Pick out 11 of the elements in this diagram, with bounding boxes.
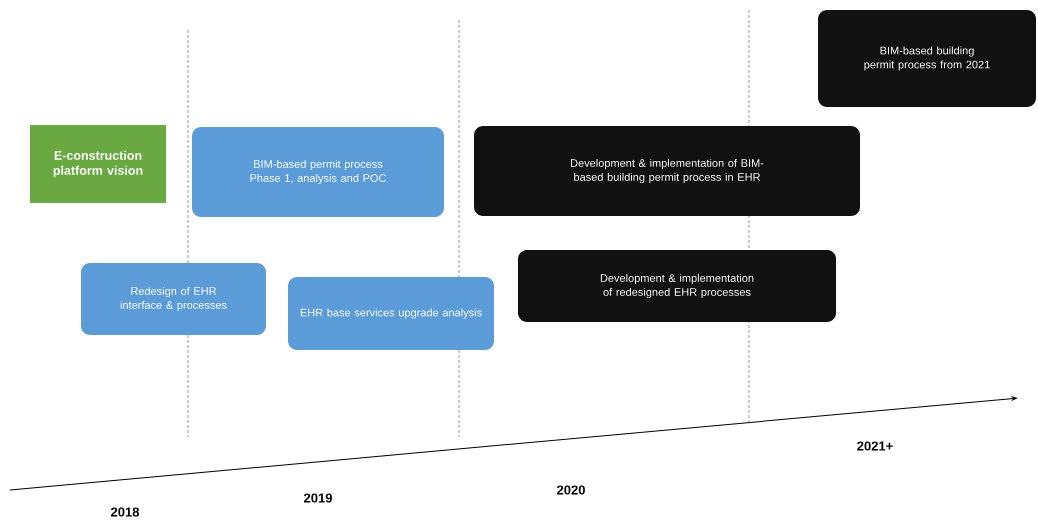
vision-box: E-construction platform vision xyxy=(30,125,166,203)
phase-box: Development & implementation of redesigned EHR processes xyxy=(518,250,836,322)
year-label: 2020 xyxy=(557,485,585,495)
phase-box: Redesign of EHR interface & processes xyxy=(81,263,266,335)
year-label: 2018 xyxy=(111,507,140,517)
phase-box: BIM-based building permit process from 2021 xyxy=(818,10,1036,107)
phase-box: BIM-based permit process Phase 1, analysis and POC xyxy=(192,127,444,217)
phase-box: Development & implementation of BIM-based building permit process in EHR xyxy=(474,126,860,216)
year-label: 2021+ xyxy=(857,441,893,451)
year-label: 2019 xyxy=(304,493,332,503)
phase-box: EHR base services upgrade analysis xyxy=(288,277,494,350)
